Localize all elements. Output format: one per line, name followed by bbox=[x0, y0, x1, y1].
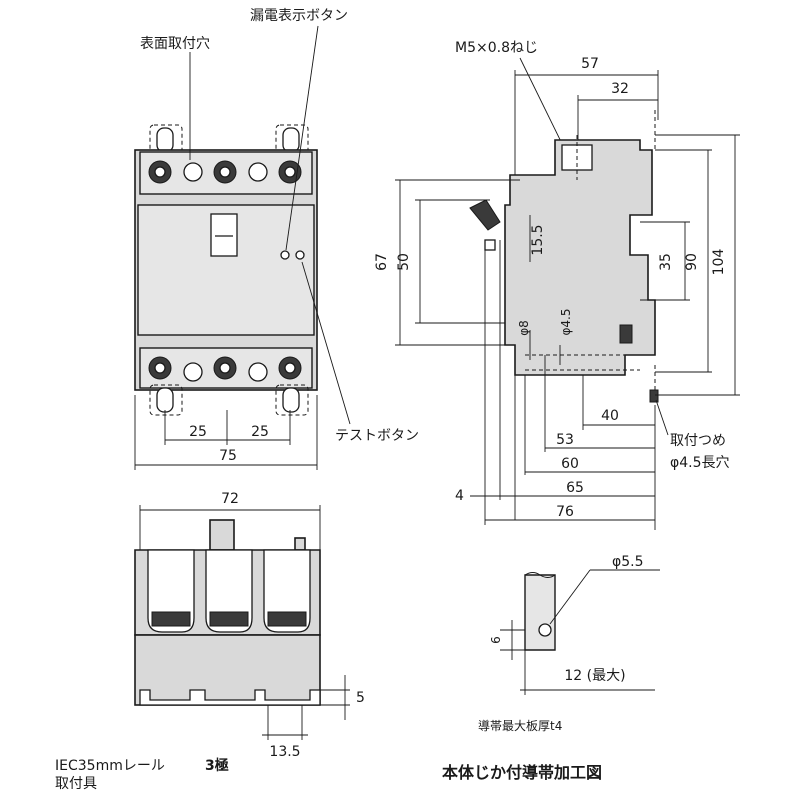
side-40: 40 bbox=[601, 408, 619, 424]
side-32: 32 bbox=[611, 81, 629, 97]
leak-indicator-mark bbox=[280, 250, 290, 260]
busbar bbox=[524, 574, 556, 651]
screw-label: M5×0.8ねじ bbox=[455, 40, 538, 56]
test-button-mark bbox=[295, 250, 305, 260]
front-view: 25 25 75 表面取付穴 漏電表示ボタン テストボタン bbox=[134, 8, 419, 470]
surface-mount-holes-label: 表面取付穴 bbox=[140, 36, 210, 52]
bottom-width: 72 bbox=[221, 491, 239, 507]
bar-phi5-5: φ5.5 bbox=[612, 554, 644, 570]
side-57: 57 bbox=[581, 56, 599, 72]
side-phi8: φ8 bbox=[517, 320, 531, 336]
side-53: 53 bbox=[556, 432, 574, 448]
test-button-label: テストボタン bbox=[335, 428, 419, 444]
bottom-terminals bbox=[148, 356, 302, 382]
top-left-slot bbox=[156, 127, 174, 153]
side-60: 60 bbox=[561, 456, 579, 472]
bottom-rail-pitch: 13.5 bbox=[269, 744, 300, 760]
side-view: 57 32 M5×0.8ねじ 67 50 15.5 bbox=[374, 40, 740, 530]
slot-hole-label: φ4.5長穴 bbox=[670, 455, 730, 471]
side-4: 4 bbox=[455, 488, 464, 504]
busbar-thickness: 導帯最大板厚t4 bbox=[478, 719, 562, 733]
side-phi4-5: φ4.5 bbox=[559, 309, 573, 336]
bottom-height: 5 bbox=[356, 690, 365, 706]
top-terminals bbox=[148, 160, 302, 184]
side-15-5: 15.5 bbox=[530, 224, 546, 255]
top-right-slot bbox=[282, 127, 300, 153]
bar-12: 12 (最大) bbox=[564, 668, 625, 684]
side-67: 67 bbox=[374, 253, 390, 271]
poles-label: 3極 bbox=[205, 757, 229, 774]
side-90: 90 bbox=[684, 253, 700, 271]
rail-adapter bbox=[139, 689, 321, 706]
side-104: 104 bbox=[711, 249, 727, 276]
bottom-view: 72 5 13.5 IEC35mmレール 取付具 3極 bbox=[55, 491, 365, 792]
front-pitch-left: 25 bbox=[189, 424, 207, 440]
mounting-tab-label: 取付つめ bbox=[670, 433, 726, 449]
bottom-lower-body bbox=[134, 634, 321, 706]
side-handle bbox=[469, 199, 501, 231]
side-65: 65 bbox=[566, 480, 584, 496]
din-rail-label-line1: IEC35mmレール bbox=[55, 758, 165, 774]
busbar-drawing-title: 本体じか付導帯加工図 bbox=[442, 763, 602, 782]
mounting-tab bbox=[649, 389, 659, 403]
front-width: 75 bbox=[219, 448, 237, 464]
side-35: 35 bbox=[658, 253, 674, 271]
busbar-hole bbox=[538, 623, 552, 637]
leakage-indicator-label: 漏電表示ボタン bbox=[250, 8, 348, 24]
side-50: 50 bbox=[396, 253, 412, 271]
bar-6: 6 bbox=[489, 636, 503, 644]
din-rail-label-line2: 取付具 bbox=[55, 776, 97, 792]
bottom-handle bbox=[209, 519, 235, 551]
side-76: 76 bbox=[556, 504, 574, 520]
operating-handle bbox=[210, 213, 238, 257]
busbar-detail: φ5.5 6 12 (最大) 導帯最大板厚t4 本体じか付導帯加工図 bbox=[442, 554, 660, 782]
front-pitch-right: 25 bbox=[251, 424, 269, 440]
